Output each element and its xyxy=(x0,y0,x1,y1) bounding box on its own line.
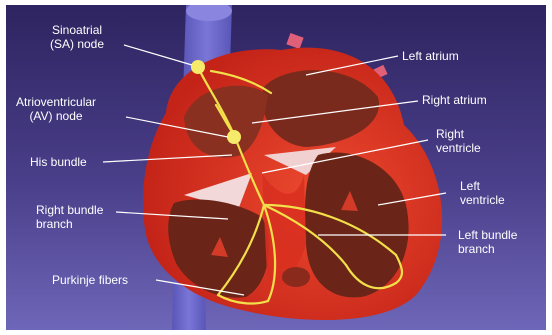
sa-node xyxy=(191,60,205,74)
label-right-atrium: Right atrium xyxy=(422,93,487,107)
heart-diagram: Sinoatrial (SA) node Atrioventricular (A… xyxy=(6,5,546,330)
label-left-ventricle: Left ventricle xyxy=(460,179,505,207)
label-left-bundle-branch: Left bundle branch xyxy=(458,228,517,256)
label-left-atrium: Left atrium xyxy=(402,49,459,63)
label-av-node: Atrioventricular (AV) node xyxy=(16,95,96,123)
label-his-bundle: His bundle xyxy=(30,155,87,169)
label-sa-node: Sinoatrial (SA) node xyxy=(50,23,104,51)
label-right-bundle-branch: Right bundle branch xyxy=(36,203,103,231)
trabecula xyxy=(282,267,310,287)
label-right-ventricle: Right ventricle xyxy=(436,127,481,155)
av-node xyxy=(227,130,241,144)
label-purkinje-fibers: Purkinje fibers xyxy=(52,273,128,287)
